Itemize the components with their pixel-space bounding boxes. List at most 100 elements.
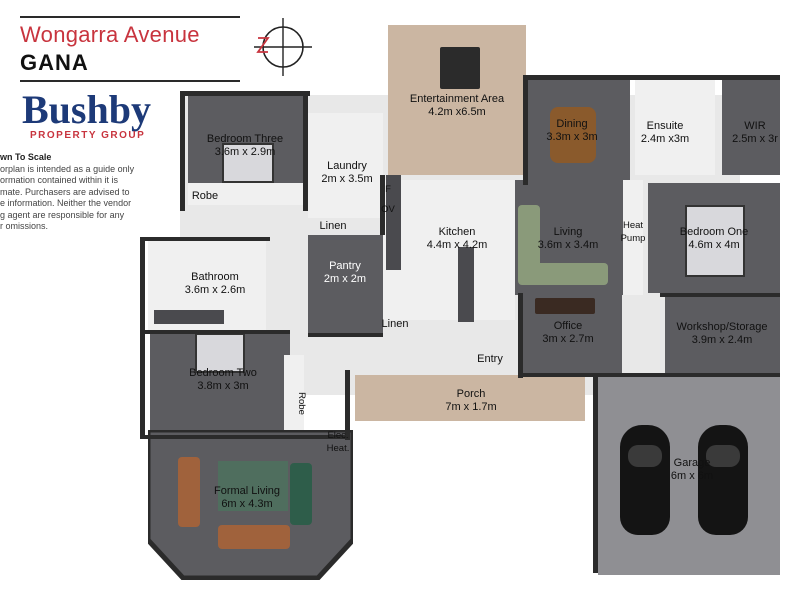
workshop [665,295,780,373]
room-label-bedroom-three: Bedroom Three 3.6m x 2.9m [207,133,283,159]
room-size: 3.6m x 3.4m [537,239,599,251]
room-name: Office [553,320,583,332]
room-label-formal-living: Formal Living 6m x 4.3m [214,485,280,511]
dining-table [550,107,596,163]
entry-label: Entry [477,353,503,365]
room-name: Laundry [327,160,367,172]
sofa-icon [218,525,290,549]
kitchen-island [458,247,474,322]
wall [593,375,598,573]
room-name: Formal Living [213,485,281,497]
sofa-icon [518,263,608,285]
room-name: Bathroom [191,271,239,283]
wall [518,373,780,377]
robe-top-label: Robe [191,190,219,202]
room-name: Ensuite [646,120,684,132]
compass-icon [254,18,312,76]
room-size: 2.4m x3m [640,133,690,145]
robe-top [188,183,306,205]
disclaimer-line: e information. Neither the vendor [0,198,132,208]
room-label-pantry: Pantry 2m x 2m [324,260,366,286]
room-name: WIR [744,120,766,132]
room-label-porch: Porch 7m x 1.7m [445,388,496,414]
room-label-living: Living 3.6m x 3.4m [538,226,599,252]
suburb-title: GANA [20,50,89,75]
laundry [308,113,383,218]
room-name: Living [553,226,583,238]
fridge-label: F [385,184,391,195]
logo-name: Bushby [22,87,151,132]
kitchen [380,180,515,320]
car-window [706,445,740,467]
linen-top-label: Linen [319,220,347,232]
wall [523,75,780,80]
room-size: 4.4m x 4.2m [426,239,488,251]
room-name: Workshop/Storage [676,321,768,333]
room-size: 3m x 2.7m [542,333,594,345]
wall [308,333,383,337]
room-label-dining: Dining 3.3m x 3m [546,118,597,144]
robe-side-label: Robe [295,392,307,415]
disclaimer: wn To Scale orplan is intended as a guid… [0,152,170,233]
room-label-office: Office 3m x 2.7m [542,320,593,346]
wall [180,91,185,211]
room-name: Bedroom Three [206,133,284,145]
wall [303,91,308,211]
room-label-wir: WIR 2.5m x 3r [732,120,778,146]
room-label-bedroom-two: Bedroom Two 3.8m x 3m [189,367,257,393]
room-label-laundry: Laundry 2m x 3.5m [321,160,372,186]
car-icon [620,425,670,535]
room-size: 3.3m x 3m [546,131,598,143]
room-label-bathroom: Bathroom 3.6m x 2.6m [185,271,246,297]
room-label-ensuite: Ensuite 2.4m x3m [641,120,689,146]
room-size: 3.8m x 3m [197,380,249,392]
disclaimer-line: mate. Purchasers are advised to [0,186,130,197]
disclaimer-line: ormation contained within it is [0,175,119,185]
room-name: Entertainment Area [409,93,505,105]
wall [140,237,145,437]
disclaimer-line: g agent are responsible for any [0,209,125,220]
sofa-icon [290,463,312,525]
room-label-workshop: Workshop/Storage 3.9m x 2.4m [677,321,768,347]
room-size: 2m x 2m [323,273,367,285]
room-size: 7m x 1.7m [445,401,497,413]
company-logo: Bushby PROPERTY GROUP [22,87,151,142]
room-name: Porch [456,388,486,400]
room-size: 6m x 6m [670,470,714,482]
room-name: Dining [556,118,588,130]
room-size: 4.2m x6.5m [428,106,486,118]
room-size: 3.9m x 2.4m [691,334,753,346]
room-size: 6m x 4.3m [221,498,273,510]
disclaimer-line: r omissions. [0,221,49,231]
wall [523,75,528,185]
pantry [308,235,383,335]
oven-label: OV [381,204,395,215]
wall [140,237,270,241]
outdoor-table [440,47,480,89]
desk-icon [535,298,595,314]
room-size: 3.6m x 2.9m [214,146,276,158]
wall [140,435,350,439]
wall [180,91,310,96]
wall [140,330,290,334]
elec-heat-text: Heat. [326,443,350,454]
wall [660,293,780,297]
car-window [628,445,662,467]
car-icon [698,425,748,535]
room-label-bedroom-one: Bedroom One 4.6m x 4m [680,226,748,252]
room-label-kitchen: Kitchen 4.4m x 4.2m [427,226,488,252]
ensuite [635,80,715,175]
sofa-icon [178,457,200,527]
robe-side [284,355,304,435]
heat-pump-label: Heat Pump [621,219,646,245]
linen-bottom-label: Linen [381,318,409,330]
room-size: 4.6m x 4m [688,239,740,251]
room-name: Kitchen [438,226,476,238]
sofa-icon [518,205,540,280]
title-rule-top [20,16,240,18]
heat-pump-area [623,180,643,295]
room-name: Garage [673,457,711,469]
elec-heat-text: Elec. [327,430,349,441]
bed-icon [685,205,745,277]
room-label-garage: Garage 6m x 6m [671,457,713,483]
